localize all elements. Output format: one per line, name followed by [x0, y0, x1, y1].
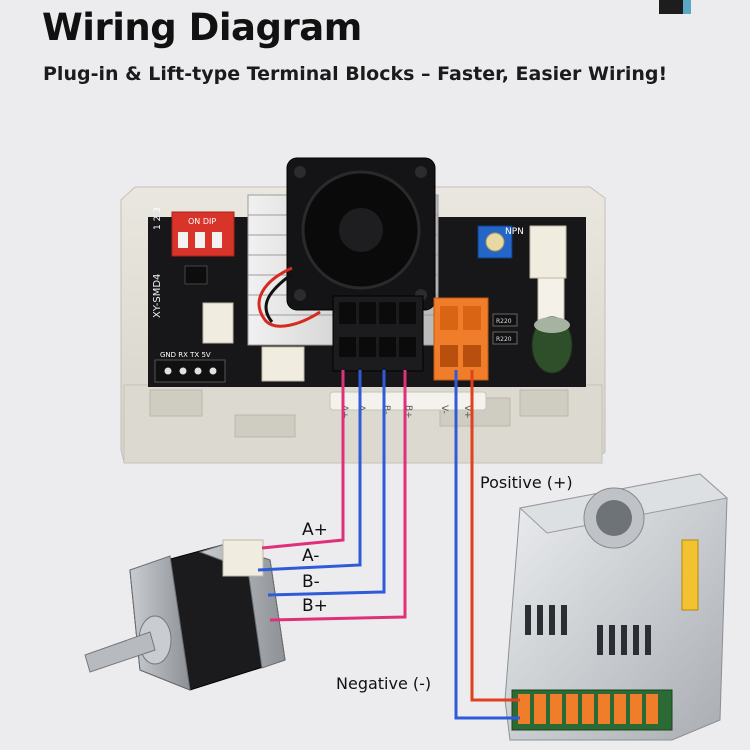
wire-label-a-plus: A+	[302, 520, 328, 540]
resistor-label-1: R220	[496, 318, 512, 325]
motor-terminal-block	[332, 295, 424, 372]
resistor-label-2: R220	[496, 336, 512, 343]
wire-negative	[454, 370, 520, 720]
negative-label: Negative (-)	[336, 674, 432, 693]
page-subtitle: Plug-in & Lift-type Terminal Blocks – Fa…	[43, 63, 668, 85]
wires	[257, 370, 520, 720]
npn-label: NPN	[505, 227, 524, 237]
terminal-label-b-minus: B-	[381, 405, 391, 414]
wire-b-plus	[269, 370, 407, 622]
positive-label: Positive (+)	[480, 473, 573, 492]
wire-positive	[470, 370, 520, 702]
corner-logo-accent	[683, 0, 691, 14]
wire-label-a-minus: A-	[302, 546, 320, 566]
controller-pcb: ON DIP 1 2 3 XY-SMD4 GND RX TX 5V	[148, 157, 586, 387]
corner-logo-block	[659, 0, 683, 14]
cooling-fan	[257, 157, 436, 328]
wire-b-minus	[267, 370, 386, 597]
power-terminal-block	[433, 297, 489, 381]
wire-label-b-minus: B-	[302, 572, 320, 592]
board-model-label: XY-SMD4	[152, 274, 163, 318]
terminal-label-v-plus: V+	[462, 405, 472, 419]
wire-label-b-plus: B+	[302, 596, 328, 616]
dip-label: ON DIP	[188, 217, 216, 226]
wire-a-minus	[257, 370, 362, 572]
uart-pins-label: GND RX TX 5V	[160, 351, 211, 359]
terminal-label-v-minus: V-	[439, 405, 449, 414]
stepper-motor	[84, 539, 286, 691]
power-supply	[504, 473, 729, 741]
terminal-label-b-plus: B+	[403, 405, 413, 419]
dip-numbers: 1 2 3	[153, 207, 163, 230]
page-title: Wiring Diagram	[42, 6, 362, 49]
wire-a-plus	[261, 370, 345, 550]
